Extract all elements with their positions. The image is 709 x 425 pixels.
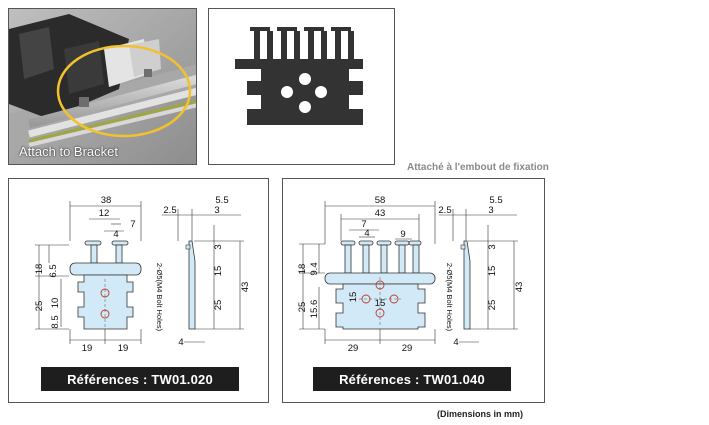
dim-body-height: 25 xyxy=(297,302,308,313)
side-dim-v43: 43 xyxy=(514,282,525,293)
dim-inner-width: 43 xyxy=(375,208,386,219)
side-dim-2: 3 xyxy=(488,205,493,216)
side-dim-v15: 15 xyxy=(213,266,224,277)
dim-slot-gap: 4 xyxy=(113,229,118,240)
drawing-tw01-020: 38 12 4 7 18 6.5 25 10 8.5 19 19 2.5 3 5… xyxy=(8,178,269,403)
cable-carrier-illustration xyxy=(9,9,196,164)
dim-hole-vertical: 15 xyxy=(348,292,359,303)
dim-half-left: 29 xyxy=(348,343,359,354)
side-dim-v3: 3 xyxy=(213,244,224,249)
dim-bottom-offset: 15.6 xyxy=(309,300,320,319)
dim-width: 58 xyxy=(375,195,386,206)
dimensions-note: (Dimensions in mm) xyxy=(437,409,524,419)
side-dim-3: 5.5 xyxy=(215,195,228,206)
dim-pitch: 9 xyxy=(400,229,405,240)
dim-body-height: 25 xyxy=(34,301,45,312)
side-dim-bottom: 4 xyxy=(178,337,183,348)
dim-tooth-length: 9.4 xyxy=(309,262,320,275)
reference-label-tw01-020: Références : TW01.020 xyxy=(41,367,239,391)
side-dim-1: 2.5 xyxy=(438,205,451,216)
side-dim-v3: 3 xyxy=(487,244,498,249)
dim-half-right: 29 xyxy=(402,343,413,354)
side-dim-v25: 25 xyxy=(487,300,498,311)
dim-half-left: 19 xyxy=(82,343,93,354)
dim-tooth-length: 6.5 xyxy=(48,264,59,277)
bolt-note: 2-Ø5(M4 Bolt Holes) xyxy=(445,263,454,332)
dim-half-right: 19 xyxy=(118,343,129,354)
dim-height-teeth: 18 xyxy=(34,264,45,275)
bracket-photo: Attach to Bracket xyxy=(8,8,197,165)
dim-height-teeth: 18 xyxy=(297,264,308,275)
dimension-drawing-1: 38 12 4 7 18 6.5 25 10 8.5 19 19 2.5 3 5… xyxy=(34,195,251,354)
side-dim-3: 5.5 xyxy=(489,195,502,206)
dimension-drawing-2: 58 43 7 4 9 18 9.4 25 15.6 15 15 29 29 2… xyxy=(297,195,525,354)
photo-caption: Attach to Bracket xyxy=(19,144,118,159)
dim-tooth-width: 7 xyxy=(361,219,366,230)
dim-inner-width: 12 xyxy=(99,208,110,219)
dim-hole-pitch: 10 xyxy=(50,298,61,309)
reference-label-tw01-040: Références : TW01.040 xyxy=(313,367,511,391)
dim-tooth-width: 7 xyxy=(130,219,135,230)
highlight-ring xyxy=(56,44,192,138)
dim-slot-gap: 4 xyxy=(364,228,369,239)
dim-hole-horizontal: 15 xyxy=(375,298,386,309)
side-dim-v15: 15 xyxy=(487,266,498,277)
side-dim-v43: 43 xyxy=(240,282,251,293)
side-dim-bottom: 4 xyxy=(453,337,458,348)
side-dim-2: 3 xyxy=(214,205,219,216)
dim-width: 38 xyxy=(101,195,112,206)
bolt-note: 2-Ø5(M4 Bolt Holes) xyxy=(155,263,164,332)
bracket-shape-icon-box xyxy=(208,8,395,165)
drawing-tw01-040: 58 43 7 4 9 18 9.4 25 15.6 15 15 29 29 2… xyxy=(282,178,545,403)
side-dim-v25: 25 xyxy=(213,300,224,311)
attach-note: Attaché à l'embout de fixation xyxy=(407,162,549,173)
bracket-shape-icon xyxy=(235,27,363,125)
side-dim-1: 2.5 xyxy=(163,205,176,216)
dim-bottom-offset: 8.5 xyxy=(50,315,61,328)
